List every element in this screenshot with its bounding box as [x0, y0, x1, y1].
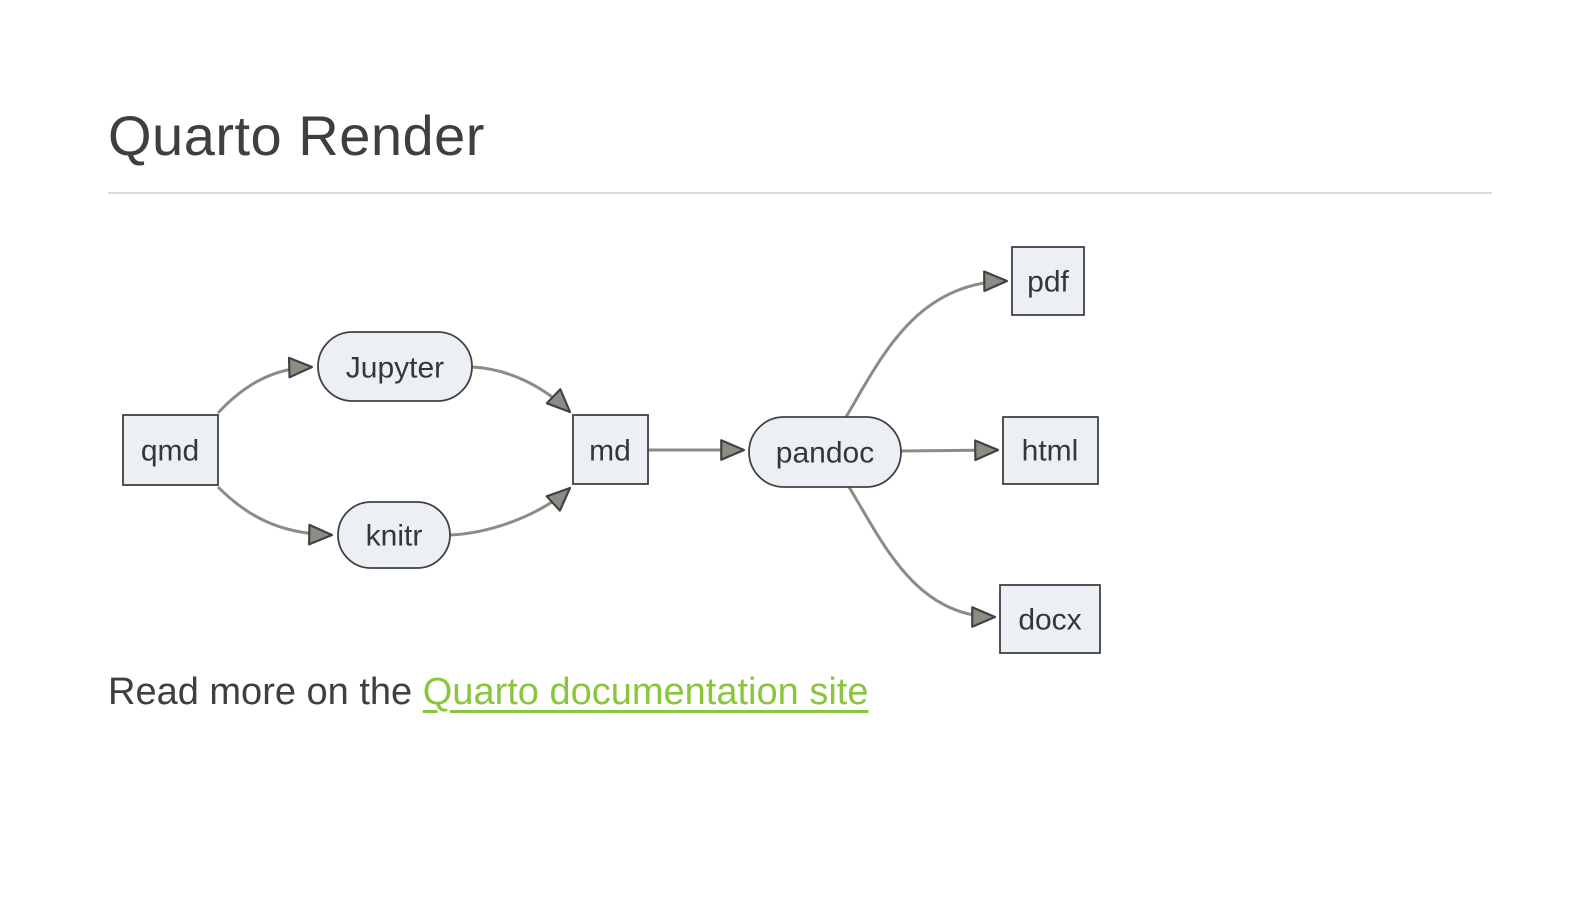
- node-pandoc: pandoc: [748, 416, 902, 488]
- edge-qmd-to-jupyter: [216, 356, 314, 415]
- node-html-label: html: [1022, 435, 1079, 468]
- node-docx: docx: [999, 584, 1101, 654]
- quarto-documentation-link[interactable]: Quarto documentation site: [422, 671, 869, 713]
- title-divider: [108, 192, 1492, 194]
- node-knitr-label: knitr: [366, 520, 423, 553]
- node-md: md: [572, 414, 649, 485]
- page-title: Quarto Render: [108, 104, 485, 167]
- edge-pandoc-to-pdf: [844, 270, 1009, 418]
- diagram-nodes: qmd Jupyter knitr md pandoc pdf: [122, 246, 1101, 654]
- edge-jupyter-to-md: [471, 365, 572, 414]
- node-pdf: pdf: [1011, 246, 1085, 316]
- node-docx-label: docx: [1018, 604, 1081, 637]
- node-html: html: [1002, 416, 1099, 485]
- node-pdf-label: pdf: [1027, 266, 1069, 299]
- footer-paragraph: Read more on the Quarto documentation si…: [108, 670, 868, 716]
- node-qmd: qmd: [122, 414, 219, 486]
- node-knitr: knitr: [337, 501, 451, 569]
- diagram-edges: [216, 270, 1009, 628]
- node-qmd-label: qmd: [141, 435, 199, 468]
- node-pandoc-label: pandoc: [776, 437, 874, 470]
- node-jupyter: Jupyter: [317, 331, 473, 402]
- footer-text: Read more on the: [108, 671, 423, 713]
- edge-knitr-to-md: [449, 486, 572, 537]
- edge-pandoc-to-docx: [847, 486, 997, 628]
- node-jupyter-label: Jupyter: [346, 352, 444, 385]
- edge-pandoc-to-html: [900, 439, 1000, 462]
- edge-qmd-to-knitr: [216, 485, 334, 546]
- node-md-label: md: [589, 435, 631, 468]
